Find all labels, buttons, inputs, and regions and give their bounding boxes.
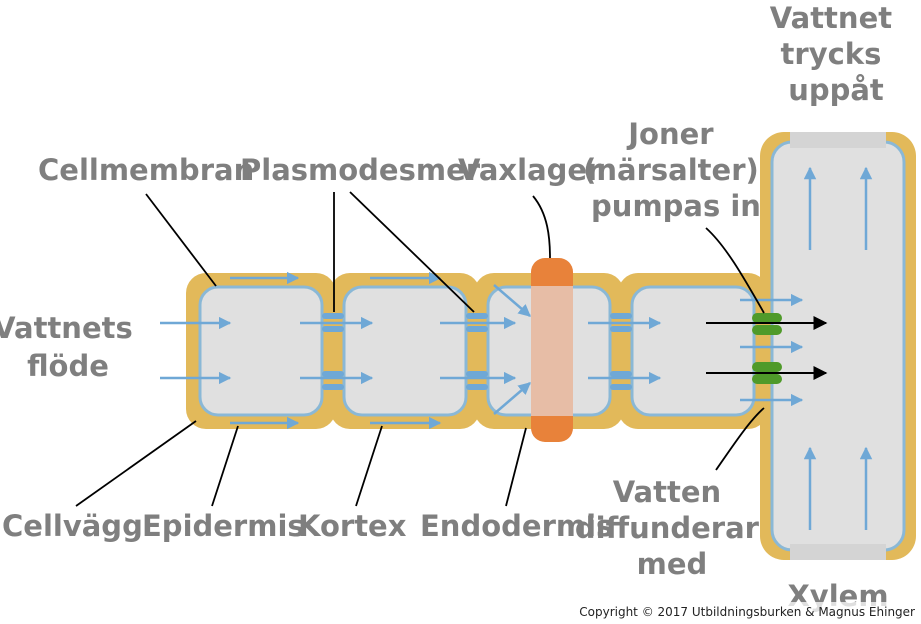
leader-cellvagg [75, 420, 197, 507]
plasmodesma-1a [322, 313, 344, 332]
label-vatten-diffunderar-line-1: Vatten [613, 475, 721, 509]
plasmodesma-2a [466, 313, 488, 332]
plasmodesma-1b [322, 371, 344, 390]
leader-lines [75, 191, 765, 507]
label-vatten-diffunderar-line-3: med [637, 547, 708, 581]
label-vattnet-trycks-line-3: uppåt [788, 73, 884, 107]
plasmodesmata [322, 313, 632, 390]
leader-epidermis [211, 425, 239, 507]
ion-pumps [752, 313, 782, 384]
label-vattnet-trycks-line-1: Vattnet [770, 1, 892, 35]
wax-layer [531, 258, 573, 442]
plasmodesma-3a [610, 313, 632, 332]
plasmodesma-2b [466, 371, 488, 390]
label-kortex: Kortex [298, 509, 407, 543]
label-joner-line-3: pumpas in [591, 189, 761, 223]
leader-vatten-diffunderar [715, 407, 765, 471]
cytoplasm-pericycle [630, 285, 756, 417]
label-vattnets-flode: Vattnets flöde [0, 311, 143, 383]
label-vattnet-trycks-line-2: trycks [781, 37, 882, 71]
xylem-bottom-opening [790, 544, 886, 560]
leader-plasmodesmer-2 [349, 191, 475, 313]
label-vaxlager: Vaxlager [458, 153, 602, 187]
label-cellmembran: Cellmembran [38, 153, 254, 187]
cytoplasm-cortex [342, 285, 468, 417]
label-vattnets-flode-line-1: Vattnets [0, 311, 133, 345]
ion-arrows [706, 316, 828, 380]
ion-pump-lower [752, 362, 782, 384]
xylem-top-opening [790, 132, 886, 148]
label-epidermis: Epidermis [142, 509, 305, 543]
label-endodermis: Endodermis [420, 509, 613, 543]
plasmodesma-3b [610, 371, 632, 390]
label-joner-line-2: (närsalter) [583, 153, 759, 187]
label-vattnets-flode-line-2: flöde [27, 349, 109, 383]
label-cellvagg: Cellvägg [2, 509, 143, 543]
leader-kortex [355, 425, 383, 507]
label-vatten-diffunderar-line-2: diffunderar [575, 511, 760, 545]
leader-cellmembran [145, 193, 217, 287]
label-plasmodesmer: Plasmodesmer [240, 153, 481, 187]
label-joner: Joner (närsalter) pumpas in [583, 117, 769, 223]
leader-vaxlager [532, 195, 551, 259]
water-arrow [493, 284, 531, 317]
label-joner-line-1: Joner [626, 117, 714, 151]
leader-endodermis [505, 427, 527, 507]
cytoplasm-epidermis [198, 285, 324, 417]
label-vattnet-trycks: Vattnet trycks uppåt [770, 1, 902, 107]
wax-layer-inner [531, 286, 573, 416]
leader-joner [705, 227, 765, 314]
copyright-text: Copyright © 2017 Utbildningsburken & Mag… [579, 605, 915, 619]
water-arrow [493, 382, 531, 415]
label-vatten-diffunderar: Vatten diffunderar med [575, 475, 769, 581]
water-flow-arrows [160, 166, 873, 530]
ion-pump-upper [752, 313, 782, 335]
copyright-backdrop [586, 602, 921, 620]
